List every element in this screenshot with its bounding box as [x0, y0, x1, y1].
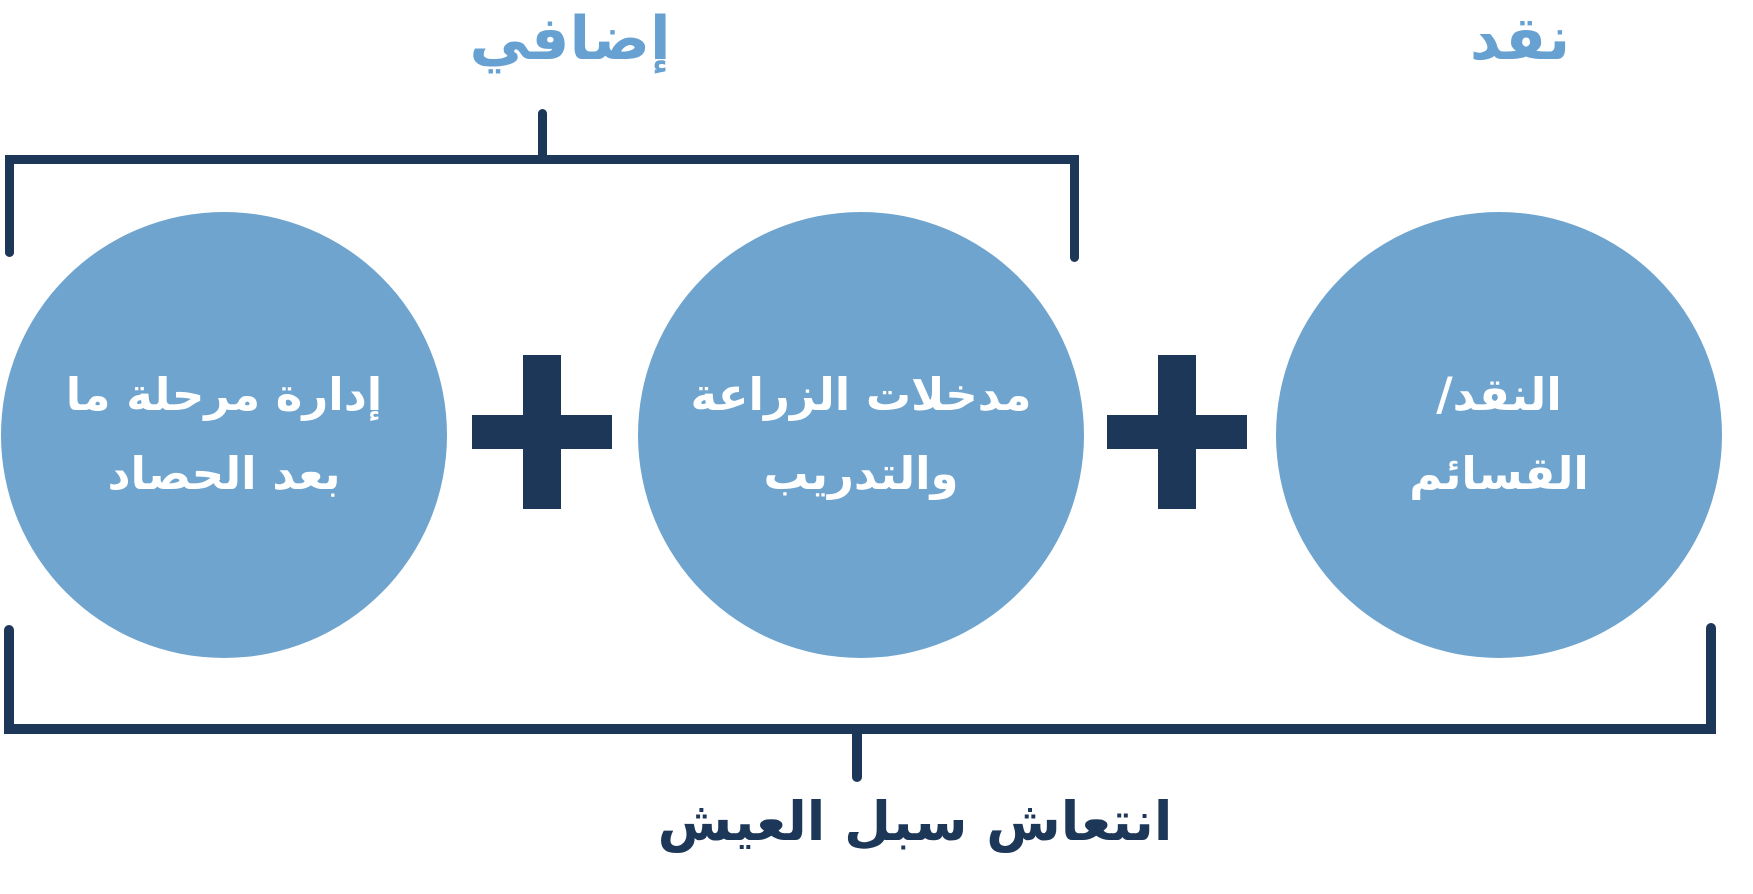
top-bracket-line: [5, 155, 1079, 164]
plus-icon: [472, 355, 612, 509]
circle-label-line2: القسائم: [1409, 447, 1589, 500]
circle-label-line2: والتدريب: [763, 447, 959, 500]
plus-icon: [1107, 355, 1247, 509]
bottom-bracket-center-tick: [852, 724, 862, 782]
circle-cash-vouchers-label: النقد/ القسائم: [1409, 356, 1589, 514]
bottom-bracket-right-tick: [1706, 623, 1716, 734]
circle-cash-vouchers: النقد/ القسائم: [1276, 212, 1722, 658]
circle-agri-inputs: مدخلات الزراعة والتدريب: [638, 212, 1084, 658]
top-bracket-left-tick: [5, 155, 14, 257]
label-additional: إضافي: [469, 4, 671, 74]
top-bracket-right-tick: [1070, 155, 1079, 262]
circle-label-line1: مدخلات الزراعة: [690, 368, 1032, 422]
top-bracket-center-tick: [538, 109, 547, 159]
circle-post-harvest-label: إدارة مرحلة ما بعد الحصاد: [66, 356, 382, 514]
label-livelihood-recovery: انتعاش سبل العيش: [657, 790, 1173, 853]
circle-label-line2: بعد الحصاد: [107, 447, 341, 500]
plus-icon-horizontal-bar: [472, 415, 612, 449]
bottom-bracket-left-tick: [4, 625, 14, 734]
circle-label-line1: إدارة مرحلة ما: [65, 368, 383, 422]
circle-agri-inputs-label: مدخلات الزراعة والتدريب: [690, 356, 1031, 514]
circle-post-harvest: إدارة مرحلة ما بعد الحصاد: [1, 212, 447, 658]
circle-label-line1: النقد/: [1436, 368, 1562, 422]
plus-icon-horizontal-bar: [1107, 415, 1247, 449]
label-cash: نقد: [1469, 4, 1571, 74]
